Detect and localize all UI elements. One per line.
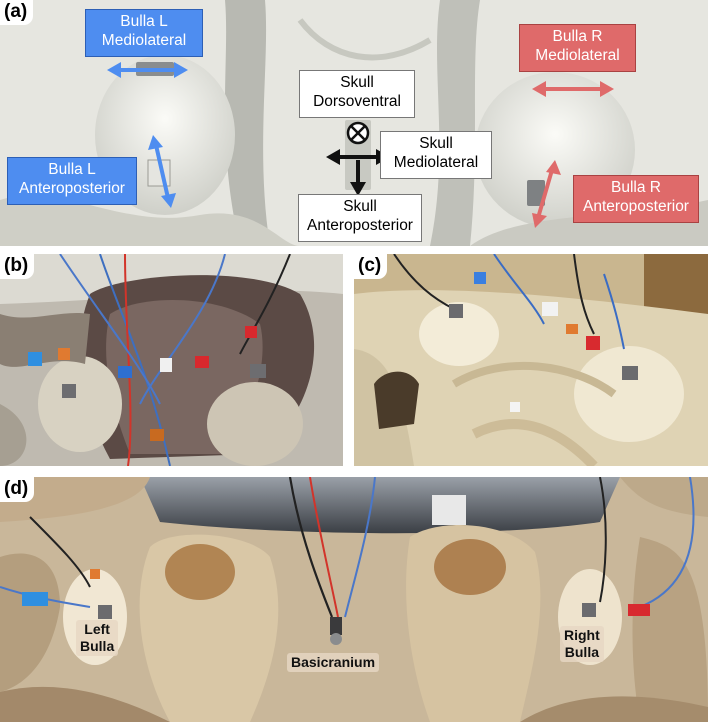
bulla-l-mediolateral-line2: Mediolateral	[101, 32, 187, 49]
panel-c: (c)	[354, 254, 708, 466]
skull-mediolateral-line2: Mediolateral	[393, 154, 479, 171]
basicranium-label: Basicranium	[287, 653, 380, 672]
panel-c-label: (c)	[354, 254, 388, 279]
wrapped-skull-photo	[0, 254, 343, 466]
bulla-l-anteroposterior-line1: Bulla L	[48, 161, 96, 178]
bulla-l-anteroposterior-line2: Anteroposterior	[19, 180, 125, 197]
bulla-l-mediolateral-label: Bulla L Mediolateral	[85, 9, 203, 57]
skull-mediolateral-line1: Skull	[419, 135, 453, 152]
skull-anteroposterior-label: Skull Anteroposterior	[298, 194, 422, 242]
bulla-r-mediolateral-label: Bulla R Mediolateral	[519, 24, 636, 72]
bulla-l-mediolateral-line1: Bulla L	[120, 13, 168, 30]
left-bulla-label: Left Bulla	[76, 620, 119, 656]
panel-b-label: (b)	[0, 254, 35, 279]
left-bulla-line2: Bulla	[80, 638, 115, 654]
bulla-r-anteroposterior-line2: Anteroposterior	[583, 198, 689, 215]
panel-a-label: (a)	[0, 0, 34, 25]
skull-anteroposterior-line1: Skull	[343, 198, 377, 215]
panel-d: (d) Left Bulla Basicranium Right Bulla	[0, 477, 708, 722]
skull-dorsoventral-line2: Dorsoventral	[313, 93, 401, 110]
bulla-r-mediolateral-line1: Bulla R	[552, 28, 603, 45]
panel-d-label: (d)	[0, 477, 35, 502]
skull-mediolateral-label: Skull Mediolateral	[380, 131, 492, 179]
bulla-r-mediolateral-line2: Mediolateral	[535, 47, 620, 64]
bulla-r-anteroposterior-line1: Bulla R	[611, 179, 661, 196]
skull-dorsoventral-line1: Skull	[340, 74, 374, 91]
skull-underside-photo	[0, 477, 708, 722]
bulla-l-anteroposterior-label: Bulla L Anteroposterior	[7, 157, 137, 205]
panel-b: (b)	[0, 254, 343, 466]
exposed-skull-photo	[354, 254, 708, 466]
panel-a: (a) Bulla L Mediolateral Bulla L Anterop…	[0, 0, 708, 246]
right-bulla-label: Right Bulla	[560, 626, 604, 662]
skull-dorsoventral-label: Skull Dorsoventral	[299, 70, 415, 118]
left-bulla-line1: Left	[84, 621, 110, 637]
bulla-r-anteroposterior-label: Bulla R Anteroposterior	[573, 175, 699, 223]
right-bulla-line1: Right	[564, 627, 600, 643]
right-bulla-line2: Bulla	[564, 644, 599, 660]
skull-anteroposterior-line2: Anteroposterior	[307, 217, 413, 234]
